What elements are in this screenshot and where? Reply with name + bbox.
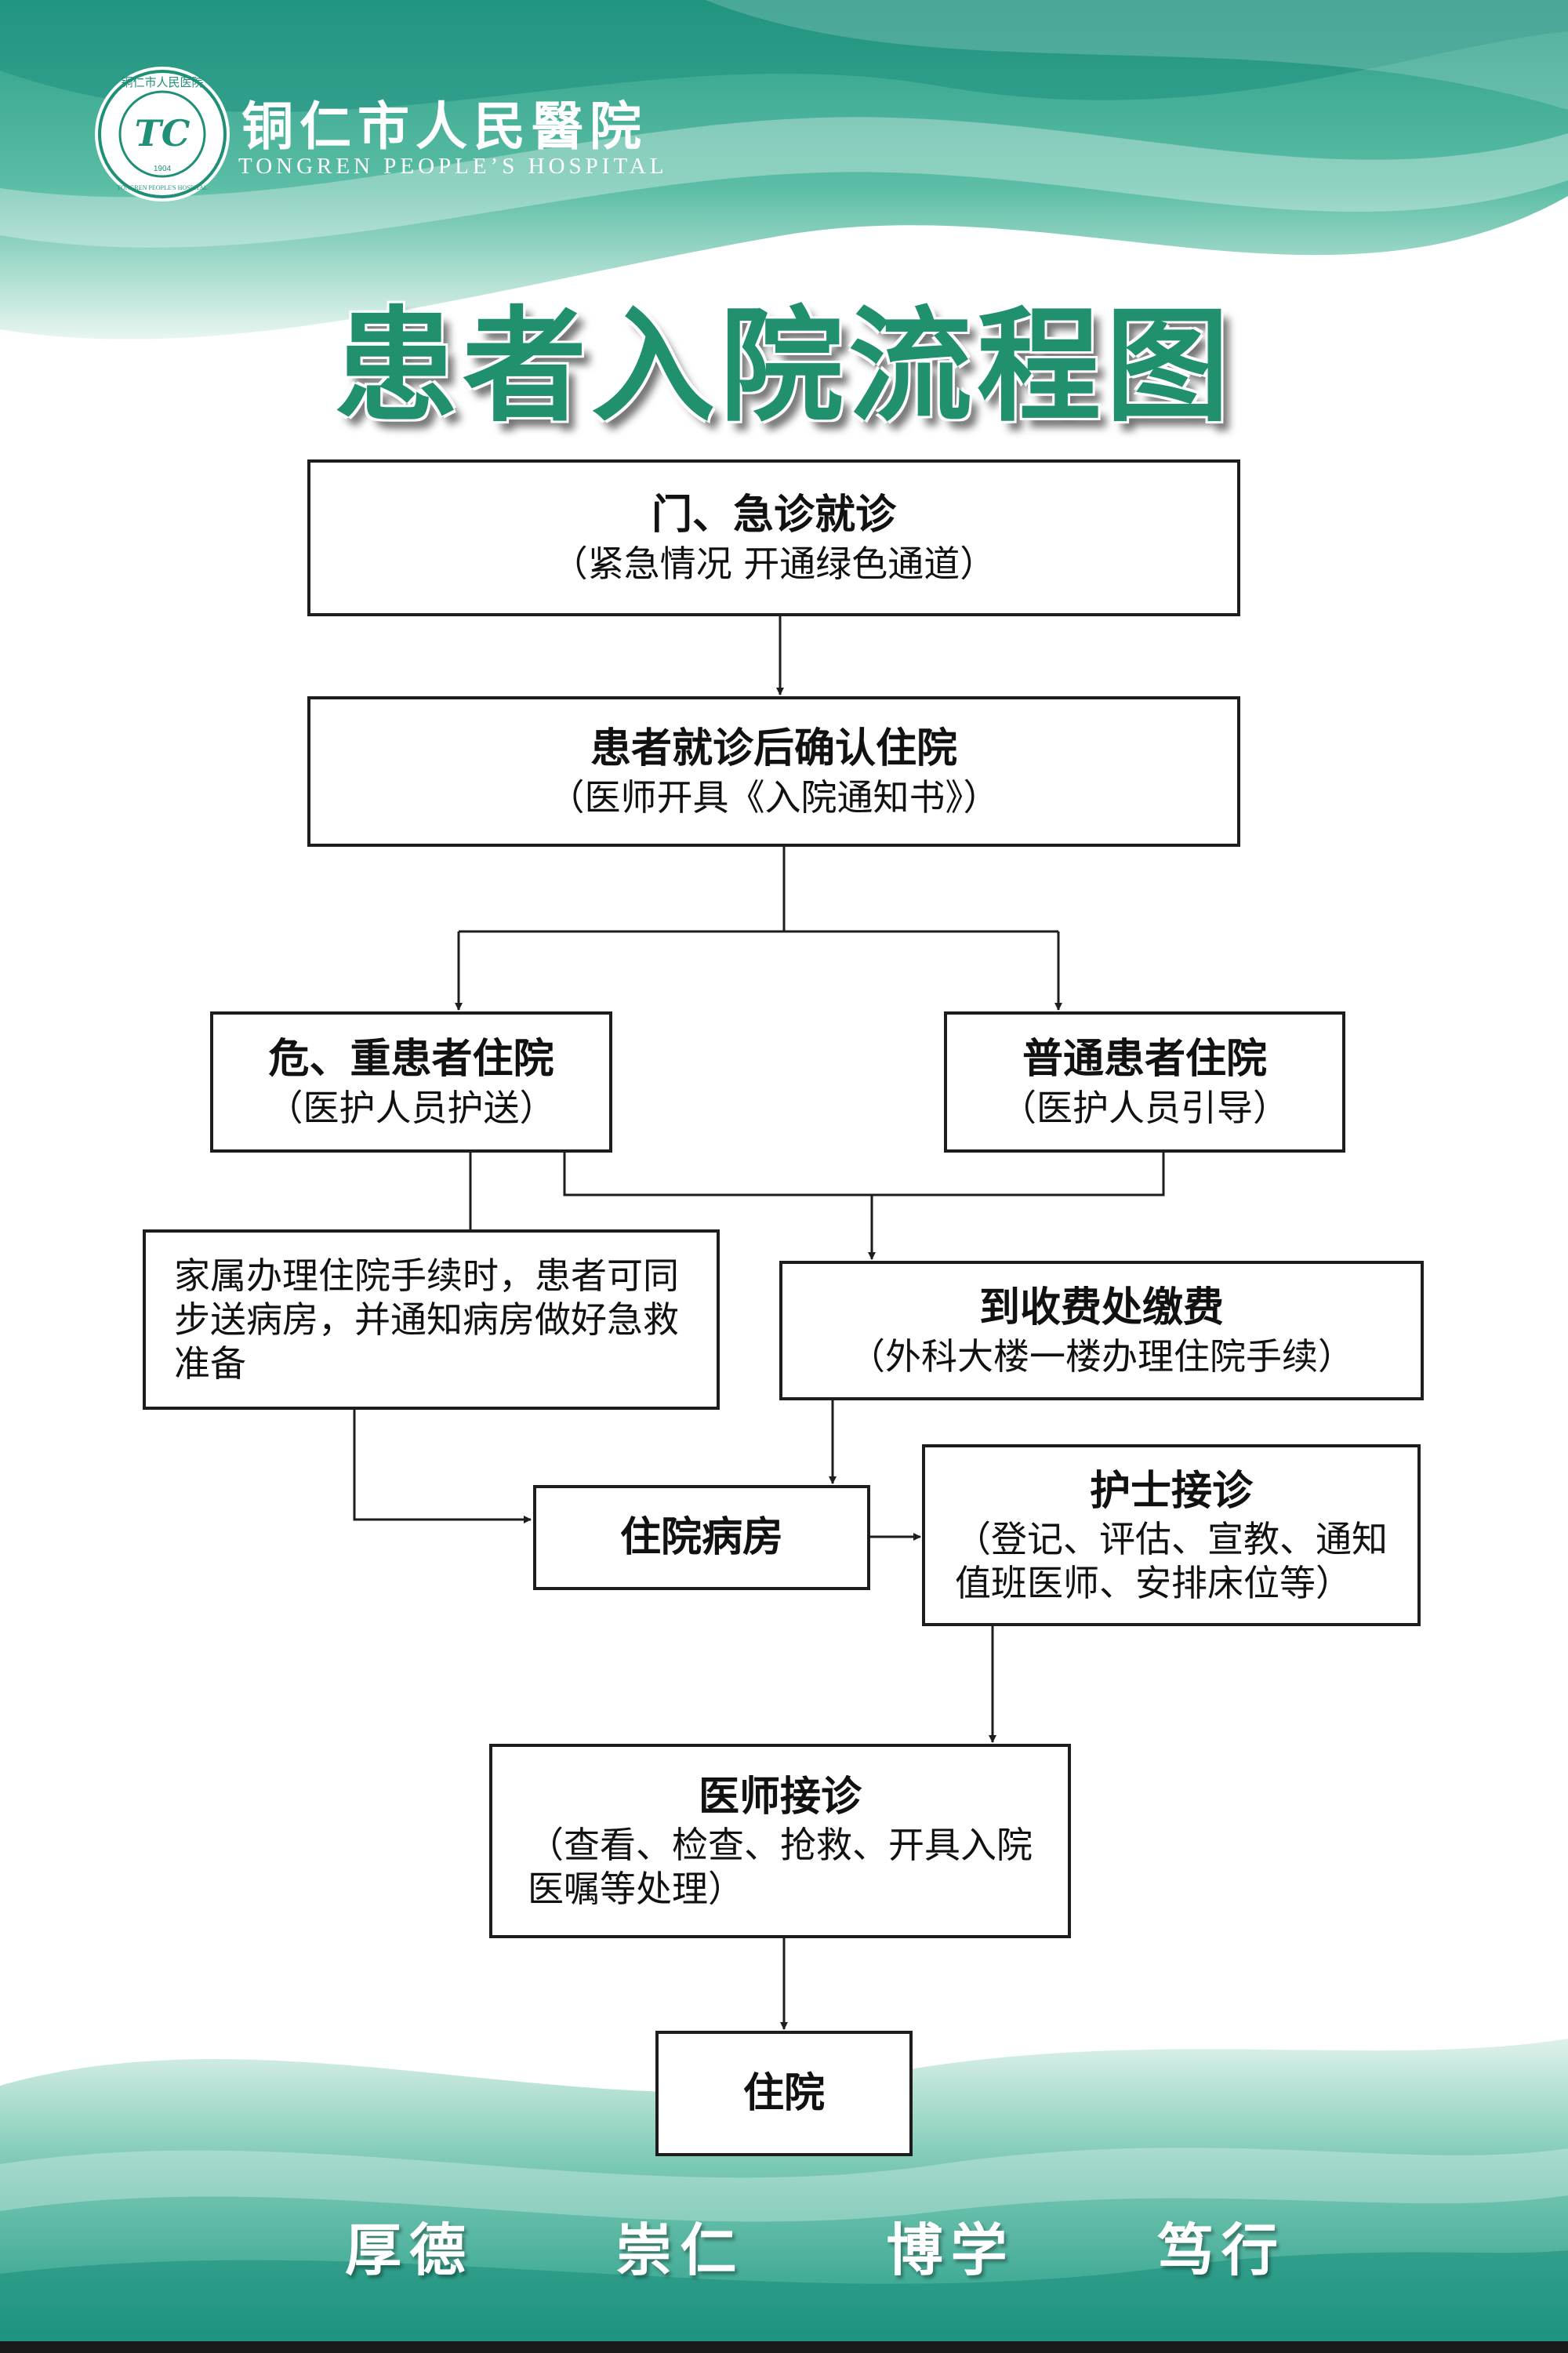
page-title: 患者入院流程图: [334, 295, 1234, 439]
hospital-motto: 厚德 崇仁 博学 笃行: [345, 2202, 1286, 2288]
step-family-box: 家属办理住院手续时，患者可同 步送病房，并通知病房做好急救 准备: [143, 1229, 720, 1410]
step-nurse-text: （登记、评估、宣教、通知 值班医师、安排床位等）: [955, 1517, 1388, 1605]
motto-word-1: 厚德: [345, 2216, 474, 2283]
hospital-logo-seal: TC 铜仁市人民医院 TONGREN PEOPLE'S HOSPITAL 190…: [95, 67, 230, 202]
step-confirm-sub: （医师开具《入院通知书》）: [548, 776, 1000, 819]
logo-year: 1904: [154, 165, 172, 173]
step-doctor-title: 医师接诊: [698, 1774, 862, 1821]
step-critical-box: 危、重患者住院 （医护人员护送）: [210, 1011, 612, 1153]
step-payment-title: 到收费处缴费: [978, 1284, 1224, 1331]
step-doctor-line-1: （查看、检查、抢救、开具入院: [528, 1824, 1033, 1866]
logo-ring-text-en: TONGREN PEOPLE'S HOSPITAL: [117, 184, 207, 191]
step-normal-box: 普通患者住院 （医护人员引导）: [944, 1011, 1345, 1153]
hospital-name-cn: 铜仁市人民醫院: [241, 96, 648, 157]
step-nurse-box: 护士接诊 （登记、评估、宣教、通知 值班医师、安排床位等）: [922, 1444, 1421, 1626]
step-ward-box: 住院病房: [533, 1485, 870, 1590]
step-doctor-line-2: 医嘱等处理）: [528, 1868, 744, 1910]
step-normal-title: 普通患者住院: [1022, 1036, 1267, 1083]
hospital-name-en: TONGREN PEOPLE’S HOSPITAL: [238, 154, 668, 179]
step-family-line-3: 准备: [174, 1342, 246, 1385]
step-family-line-1: 家属办理住院手续时，患者可同: [174, 1255, 679, 1297]
line-merge-to-payment: [563, 1153, 1165, 1196]
step-admitted-box: 住院: [655, 2031, 913, 2156]
step-confirm-title: 患者就诊后确认住院: [590, 725, 957, 772]
step-confirm-box: 患者就诊后确认住院 （医师开具《入院通知书》）: [307, 696, 1240, 847]
step-doctor-box: 医师接诊 （查看、检查、抢救、开具入院 医嘱等处理）: [489, 1744, 1071, 1938]
motto-word-4: 笃行: [1156, 2216, 1286, 2283]
step-admitted-title: 住院: [742, 2070, 825, 2117]
step-normal-sub: （医护人员引导）: [1000, 1087, 1289, 1129]
arrow-family-to-ward: [353, 1410, 532, 1523]
step-nurse-line-1: （登记、评估、宣教、通知: [955, 1518, 1388, 1560]
motto-word-2: 崇仁: [615, 2216, 745, 2283]
logo-monogram: TC: [135, 112, 191, 154]
step-nurse-line-2: 值班医师、安排床位等）: [955, 1562, 1352, 1604]
motto-word-3: 博学: [886, 2216, 1015, 2283]
step-payment-sub: （外科大楼一楼办理住院手续）: [849, 1335, 1354, 1378]
step-critical-sub: （医护人员护送）: [267, 1087, 556, 1129]
step-outpatient-sub: （紧急情况 开通绿色通道）: [551, 543, 996, 585]
step-family-text: 家属办理住院手续时，患者可同 步送病房，并通知病房做好急救 准备: [174, 1254, 679, 1385]
step-doctor-text: （查看、检查、抢救、开具入院 医嘱等处理）: [528, 1823, 1033, 1911]
step-nurse-title: 护士接诊: [1089, 1468, 1253, 1515]
logo-ring-text: 铜仁市人民医院: [121, 75, 203, 89]
step-family-line-2: 步送病房，并通知病房做好急救: [174, 1298, 679, 1341]
step-ward-title: 住院病房: [619, 1514, 783, 1561]
step-critical-title: 危、重患者住院: [268, 1036, 554, 1083]
step-outpatient-box: 门、急诊就诊 （紧急情况 开通绿色通道）: [307, 459, 1240, 616]
step-payment-box: 到收费处缴费 （外科大楼一楼办理住院手续）: [779, 1261, 1424, 1400]
bottom-border: [0, 2341, 1568, 2353]
step-outpatient-title: 门、急诊就诊: [651, 492, 896, 539]
